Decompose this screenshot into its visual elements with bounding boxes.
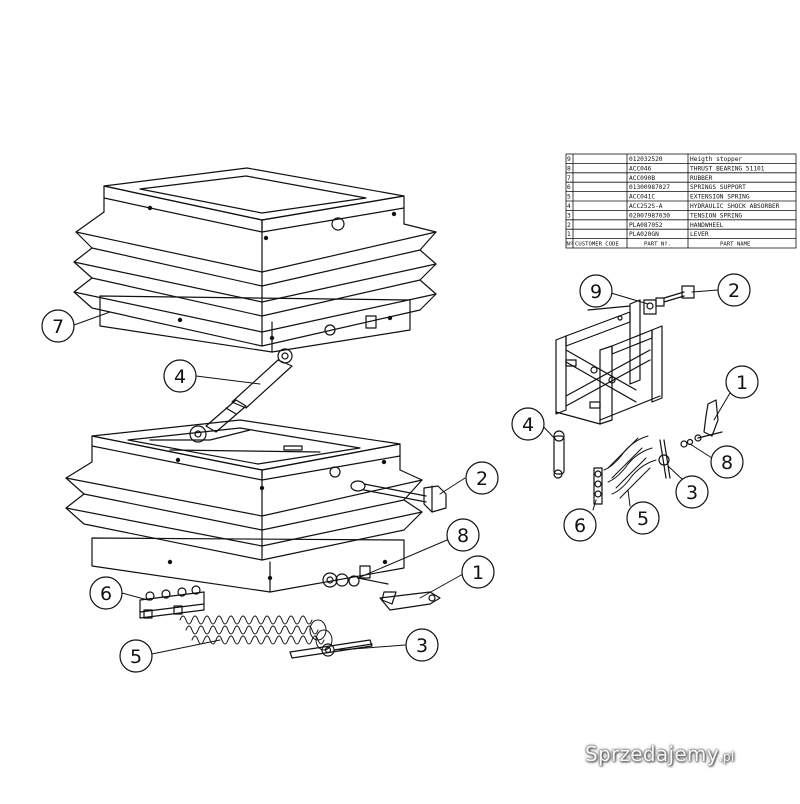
svg-text:HYDRAULIC SHOCK ABSORBER: HYDRAULIC SHOCK ABSORBER xyxy=(690,203,780,210)
tension-spring-right xyxy=(658,439,671,479)
scissor-mechanism xyxy=(555,299,663,425)
height-stopper-right xyxy=(643,297,665,315)
parts-table-row: 6 01300987027 SPRINGS SUPPORT xyxy=(567,184,746,191)
svg-text:ACC046: ACC046 xyxy=(629,165,652,172)
svg-text:9: 9 xyxy=(590,281,602,303)
svg-text:PLA087052: PLA087052 xyxy=(629,222,663,229)
handwheel-right xyxy=(663,285,695,303)
svg-text:ACC041C: ACC041C xyxy=(629,194,655,201)
svg-text:012032520: 012032520 xyxy=(629,156,663,163)
svg-text:TENSION SPRING: TENSION SPRING xyxy=(690,212,742,219)
svg-text:5: 5 xyxy=(567,194,571,201)
svg-text:8: 8 xyxy=(567,165,571,172)
svg-text:3: 3 xyxy=(686,482,698,504)
svg-text:9: 9 xyxy=(567,156,571,163)
svg-text:EXTENSION SPRING: EXTENSION SPRING xyxy=(690,194,750,201)
parts-table-row: 4 ACC252S-A HYDRAULIC SHOCK ABSORBER xyxy=(567,203,780,210)
svg-text:PART NAME: PART NAME xyxy=(720,242,751,248)
callout-left-3: 3 xyxy=(405,628,439,662)
callout-left-4: 4 xyxy=(163,359,197,393)
parts-table-row: 7 ACC090B RUBBER xyxy=(567,175,713,182)
callout-right-4: 4 xyxy=(511,407,545,441)
callout-left-2: 2 xyxy=(465,461,499,495)
bottom-bellows xyxy=(65,419,423,593)
svg-text:1: 1 xyxy=(567,231,571,238)
shock-absorber-left xyxy=(189,348,293,443)
top-bellows xyxy=(73,167,437,353)
svg-text:Nº: Nº xyxy=(567,241,574,248)
parts-table-row: 9 012032520 Heigth stopper xyxy=(567,156,742,163)
svg-text:2: 2 xyxy=(476,468,488,490)
callout-left-1: 1 xyxy=(461,555,495,589)
svg-text:3: 3 xyxy=(567,212,571,219)
svg-text:CUSTOMER CODE: CUSTOMER CODE xyxy=(575,242,619,248)
callout-right-9: 9 xyxy=(579,274,613,308)
svg-text:3: 3 xyxy=(416,635,428,657)
svg-text:ACC090B: ACC090B xyxy=(629,175,655,182)
callout-right-3: 3 xyxy=(675,475,709,509)
springs-support-left xyxy=(139,585,205,619)
svg-text:SPRINGS SUPPORT: SPRINGS SUPPORT xyxy=(690,184,746,191)
shock-absorber-right xyxy=(553,430,565,479)
callout-left-8: 8 xyxy=(446,518,480,552)
parts-table-row: 1 PLA020GN LEVER xyxy=(567,231,709,238)
parts-table: 9 012032520 Heigth stopper 8 ACC046 THRU… xyxy=(565,153,797,249)
parts-table-row: 2 PLA087052 HANDWHEEL xyxy=(567,222,724,229)
parts-table-header: Nº CUSTOMER CODE PART Nº. PART NAME xyxy=(567,241,751,248)
extension-springs-right xyxy=(603,435,657,499)
svg-text:2: 2 xyxy=(567,222,571,229)
svg-text:5: 5 xyxy=(637,508,649,530)
svg-text:4: 4 xyxy=(522,414,534,436)
svg-text:HANDWHEEL: HANDWHEEL xyxy=(690,222,724,229)
lever-right xyxy=(694,399,723,442)
watermark-brand: Sprzedajemy xyxy=(585,742,719,766)
svg-text:7: 7 xyxy=(567,175,571,182)
svg-text:4: 4 xyxy=(174,366,186,388)
parts-table-row: 8 ACC046 THRUST BEARING 51101 xyxy=(567,165,765,172)
svg-text:PART Nº.: PART Nº. xyxy=(644,241,671,248)
svg-text:02007987030: 02007987030 xyxy=(629,212,670,219)
svg-text:1: 1 xyxy=(472,562,484,584)
svg-text:6: 6 xyxy=(567,184,571,191)
handwheel-left xyxy=(350,480,447,513)
svg-text:THRUST BEARING 51101: THRUST BEARING 51101 xyxy=(690,165,765,172)
svg-text:Heigth stopper: Heigth stopper xyxy=(690,156,742,163)
callout-right-5: 5 xyxy=(626,501,660,535)
svg-text:7: 7 xyxy=(52,316,64,338)
svg-text:RUBBER: RUBBER xyxy=(690,175,713,182)
callouts: 7 4 2 8 1 6 5 3 9 2 1 4 8 3 6 5 xyxy=(41,273,759,673)
svg-text:LEVER: LEVER xyxy=(690,231,709,238)
svg-text:8: 8 xyxy=(721,452,733,474)
svg-text:5: 5 xyxy=(130,646,142,668)
callout-left-6: 6 xyxy=(89,576,123,610)
svg-text:01300987027: 01300987027 xyxy=(629,184,670,191)
svg-text:2: 2 xyxy=(728,280,740,302)
svg-text:6: 6 xyxy=(100,583,112,605)
watermark-logo: Sprzedajemy.pl xyxy=(585,742,785,774)
tension-spring-left xyxy=(289,639,373,659)
svg-text:4: 4 xyxy=(567,203,571,210)
svg-text:ACC252S-A: ACC252S-A xyxy=(629,203,663,210)
leader-lines xyxy=(73,289,731,655)
callout-right-8: 8 xyxy=(710,445,744,479)
lever-assembly-left xyxy=(322,572,441,611)
svg-text:1: 1 xyxy=(736,372,748,394)
parts-table-row: 3 02007987030 TENSION SPRING xyxy=(567,212,742,219)
callout-right-2: 2 xyxy=(717,273,751,307)
parts-table-row: 5 ACC041C EXTENSION SPRING xyxy=(567,194,750,201)
svg-text:8: 8 xyxy=(457,525,469,547)
watermark-suffix: .pl xyxy=(718,750,735,764)
svg-text:6: 6 xyxy=(574,515,586,537)
callout-right-6: 6 xyxy=(563,508,597,542)
extension-springs-left xyxy=(179,615,333,651)
svg-text:PLA020GN: PLA020GN xyxy=(629,231,659,238)
callout-left-5: 5 xyxy=(119,639,153,673)
bearing-right xyxy=(680,438,694,448)
callout-left-7: 7 xyxy=(41,309,75,343)
callout-right-1: 1 xyxy=(725,365,759,399)
springs-support-right xyxy=(593,467,603,505)
